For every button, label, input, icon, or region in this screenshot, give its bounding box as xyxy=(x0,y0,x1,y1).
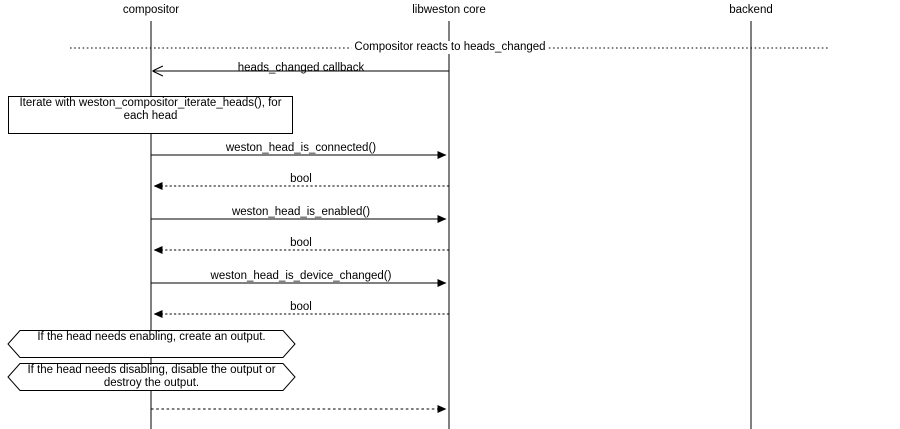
disable-head-note-text: If the head needs disabling, disable the… xyxy=(27,364,276,389)
enable-head-note-text: If the head needs enabling, create an ou… xyxy=(37,331,266,343)
message-label-bool-return-connected: bool xyxy=(290,173,312,185)
participant-label-libweston-core[interactable]: libweston core xyxy=(412,4,486,16)
message-label-weston-head-is-enabled: weston_head_is_enabled() xyxy=(231,206,371,218)
participant-label-compositor[interactable]: compositor xyxy=(122,4,180,16)
participant-label-backend[interactable]: backend xyxy=(729,4,773,16)
message-label-bool-return-device-changed: bool xyxy=(290,301,312,313)
message-label-bool-return-enabled: bool xyxy=(290,237,312,249)
iterate-heads-note-box xyxy=(8,96,293,134)
message-label-weston-head-is-device-changed: weston_head_is_device_changed() xyxy=(210,270,392,282)
lifelines xyxy=(150,21,752,429)
note-shapes xyxy=(7,96,296,391)
divider-label: Compositor reacts to heads_changed xyxy=(351,41,549,54)
enable-head-note-box xyxy=(7,330,296,358)
message-label-weston-head-is-connected: weston_head_is_connected() xyxy=(225,142,377,154)
message-label-heads-changed-callback: heads_changed callback xyxy=(237,62,365,74)
message-arrows xyxy=(151,71,449,413)
iterate-heads-note-text: Iterate with weston_compositor_iterate_h… xyxy=(19,97,282,122)
disable-head-note-box xyxy=(7,363,296,391)
